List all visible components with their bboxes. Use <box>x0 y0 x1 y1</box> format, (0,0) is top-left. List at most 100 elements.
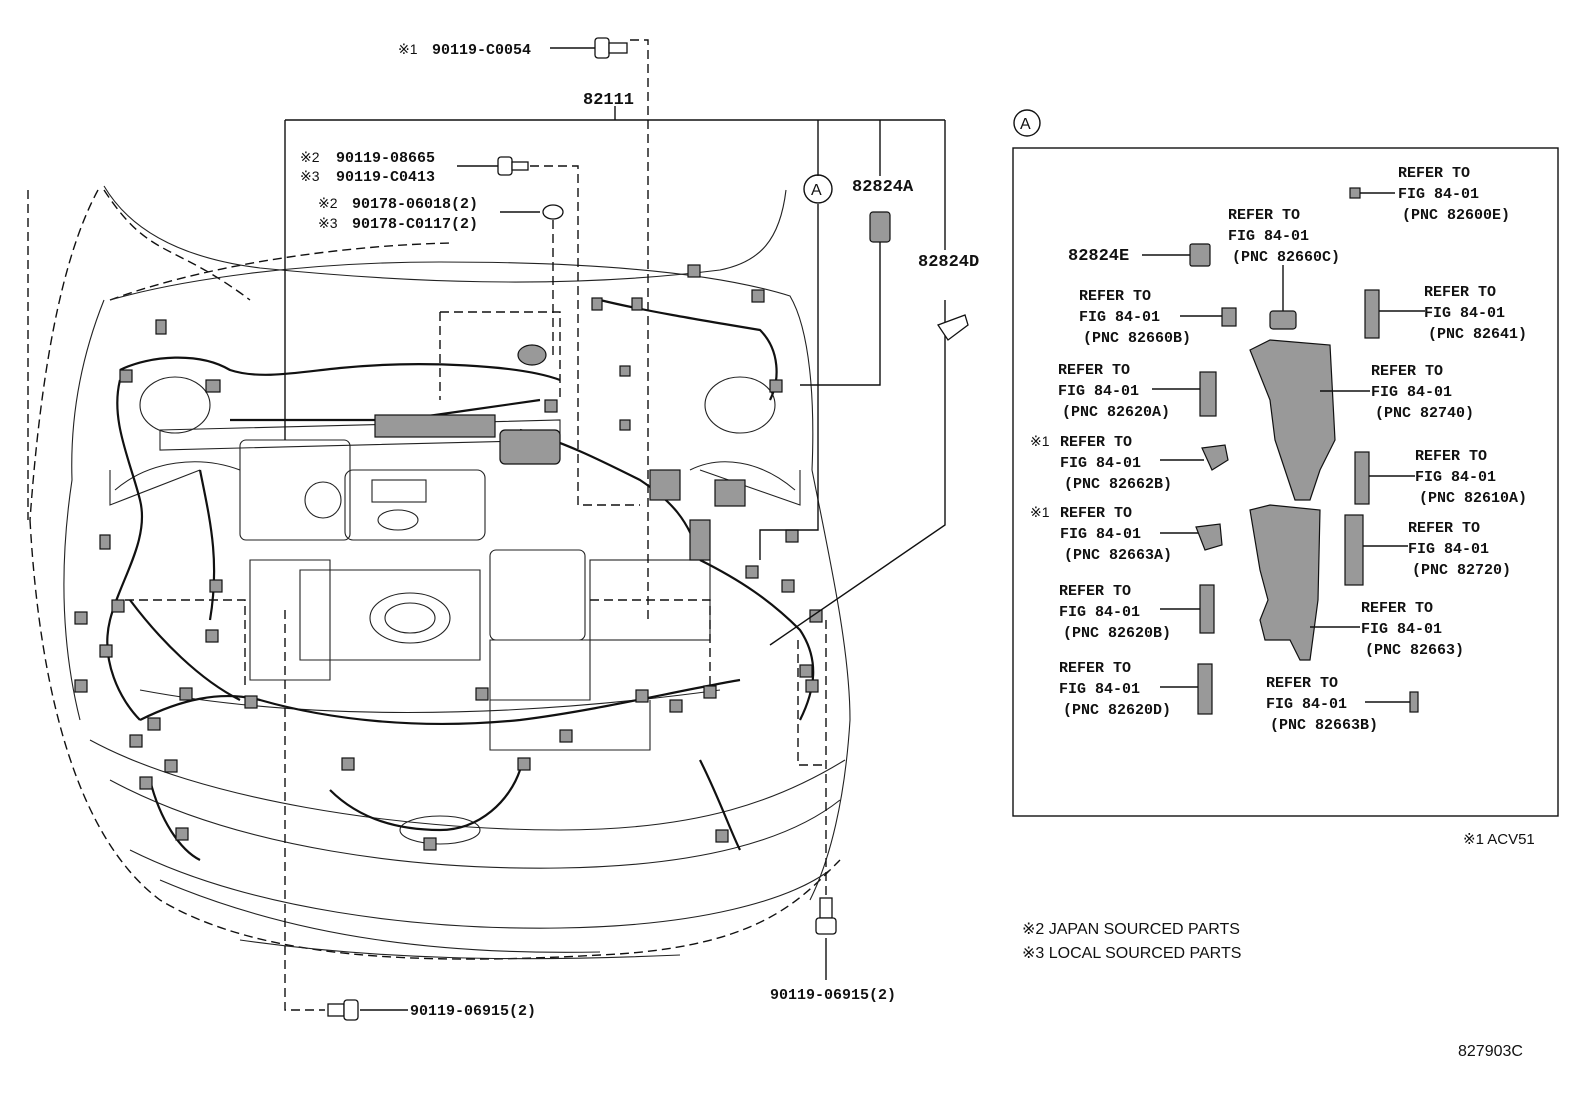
refer-82720-line3: (PNC 82720) <box>1412 562 1511 579</box>
connector-82824d-icon <box>937 314 969 341</box>
refer-82620b-line2: FIG 84-01 <box>1059 604 1140 621</box>
bolt-top-mark: ※1 <box>398 41 418 57</box>
refer-82740-line2: FIG 84-01 <box>1371 384 1452 401</box>
leader-lines <box>284 39 946 1011</box>
connector-82610a-icon <box>1354 451 1370 505</box>
refer-82620d-line1: REFER TO <box>1059 660 1131 677</box>
connector-82663b-icon <box>1409 691 1419 713</box>
refer-82600e: REFER TO FIG 84-01 (PNC 82600E) <box>1398 165 1510 224</box>
refer-82620b: REFER TO FIG 84-01 (PNC 82620B) <box>1059 583 1171 642</box>
refer-82660b: REFER TO FIG 84-01 (PNC 82660B) <box>1079 288 1191 347</box>
refer-82610a-line1: REFER TO <box>1415 448 1487 465</box>
clip-label: 90178-06018(2) <box>352 196 478 213</box>
refer-82662b-line2: FIG 84-01 <box>1060 455 1141 472</box>
refer-82662b-line1: REFER TO <box>1060 434 1132 451</box>
clip-icon <box>542 204 564 220</box>
refer-82720-line1: REFER TO <box>1408 520 1480 537</box>
refer-82663-line3: (PNC 82663) <box>1365 642 1464 659</box>
refer-82610a-line2: FIG 84-01 <box>1415 469 1496 486</box>
connector-82620d-icon <box>1197 663 1213 715</box>
bolt-bottom-left-label: 90119-06915(2) <box>410 1003 536 1020</box>
refer-82620a: REFER TO FIG 84-01 (PNC 82620A) <box>1058 362 1170 421</box>
bolt-a-label: 90119-08665 <box>336 150 435 167</box>
refer-82663a-line2: FIG 84-01 <box>1060 526 1141 543</box>
refer-82663b-line2: FIG 84-01 <box>1266 696 1347 713</box>
refer-82660c-line1: REFER TO <box>1228 207 1300 224</box>
cover-82720-icon <box>1344 514 1364 586</box>
refer-82663-line1: REFER TO <box>1361 600 1433 617</box>
label-82824e: 82824E <box>1068 247 1129 266</box>
refer-82620b-line1: REFER TO <box>1059 583 1131 600</box>
refer-82663b-line3: (PNC 82663B) <box>1270 717 1378 734</box>
note-2: ※2 JAPAN SOURCED PARTS <box>1022 921 1240 938</box>
callout-a-circle <box>803 174 833 204</box>
detail-a-panel: A 82824E <box>1012 109 1559 817</box>
refer-82620d-line3: (PNC 82620D) <box>1063 702 1171 719</box>
refer-82740-line1: REFER TO <box>1371 363 1443 380</box>
label-82824d: 82824D <box>918 253 979 272</box>
connector-82620a-icon <box>1199 371 1217 417</box>
refer-82663a-line3: (PNC 82663A) <box>1064 547 1172 564</box>
refer-82662b-mark: ※1 <box>1030 433 1050 449</box>
label-82824a: 82824A <box>852 178 914 197</box>
junction-block-82740-icon <box>1249 339 1336 501</box>
refer-82620a-line1: REFER TO <box>1058 362 1130 379</box>
refer-82660c-line3: (PNC 82660C) <box>1232 249 1340 266</box>
refer-82620a-line2: FIG 84-01 <box>1058 383 1139 400</box>
refer-82660b-line2: FIG 84-01 <box>1079 309 1160 326</box>
bolt-bottom-left-icon <box>327 999 359 1021</box>
note-3: ※3 LOCAL SOURCED PARTS <box>1022 945 1241 962</box>
connector-82600e-icon <box>1349 187 1361 199</box>
refer-82662b: ※1 REFER TO FIG 84-01 (PNC 82662B) <box>1030 433 1172 493</box>
refer-82663a-line1: REFER TO <box>1060 505 1132 522</box>
refer-82641-line1: REFER TO <box>1424 284 1496 301</box>
refer-82620d-line2: FIG 84-01 <box>1059 681 1140 698</box>
connector-82824e-icon <box>1189 243 1211 267</box>
refer-82662b-line3: (PNC 82662B) <box>1064 476 1172 493</box>
refer-82610a-line3: (PNC 82610A) <box>1419 490 1527 507</box>
bolt-a-mark: ※2 <box>300 149 320 165</box>
bolt-top-icon <box>594 37 628 59</box>
callout-a-label: A <box>811 182 822 199</box>
refer-82720-line2: FIG 84-01 <box>1408 541 1489 558</box>
diagram-code: 827903C <box>1458 1043 1523 1060</box>
refer-82663-line2: FIG 84-01 <box>1361 621 1442 638</box>
bolt-top-label: 90119-C0054 <box>432 42 531 59</box>
bolt-a-alt-mark: ※3 <box>300 168 320 184</box>
connector-82660c-icon <box>1269 310 1297 330</box>
connector-82663a-icon <box>1195 523 1223 551</box>
refer-82641-line2: FIG 84-01 <box>1424 305 1505 322</box>
bolt-bottom-right-icon <box>815 897 837 935</box>
connector-82620b-icon <box>1199 584 1215 634</box>
refer-82663b-line1: REFER TO <box>1266 675 1338 692</box>
refer-82610a: REFER TO FIG 84-01 (PNC 82610A) <box>1415 448 1527 507</box>
bolt-bottom-right-label: 90119-06915(2) <box>770 987 896 1004</box>
detail-a-circle <box>1013 109 1041 137</box>
refer-82600e-line2: FIG 84-01 <box>1398 186 1479 203</box>
detail-a-label: A <box>1020 116 1031 133</box>
connector-82824a-icon <box>869 211 891 243</box>
clip-alt-mark: ※3 <box>318 215 338 231</box>
note-1: ※1 ACV51 <box>1463 831 1535 848</box>
refer-82660b-line1: REFER TO <box>1079 288 1151 305</box>
refer-82663: REFER TO FIG 84-01 (PNC 82663) <box>1361 600 1464 659</box>
connector-82660b-icon <box>1221 307 1237 327</box>
refer-82620a-line3: (PNC 82620A) <box>1062 404 1170 421</box>
refer-82740: REFER TO FIG 84-01 (PNC 82740) <box>1371 363 1474 422</box>
clip-alt-label: 90178-C0117(2) <box>352 216 478 233</box>
refer-82600e-line1: REFER TO <box>1398 165 1470 182</box>
label-82111: 82111 <box>583 91 634 110</box>
refer-82620b-line3: (PNC 82620B) <box>1063 625 1171 642</box>
clip-mark: ※2 <box>318 195 338 211</box>
refer-82641-line3: (PNC 82641) <box>1428 326 1527 343</box>
refer-82663a-mark: ※1 <box>1030 504 1050 520</box>
refer-82660c: REFER TO FIG 84-01 (PNC 82660C) <box>1228 207 1340 266</box>
connector-82641-icon <box>1364 289 1380 339</box>
bolt-a-alt-label: 90119-C0413 <box>336 169 435 186</box>
refer-82720: REFER TO FIG 84-01 (PNC 82720) <box>1408 520 1511 579</box>
refer-82660b-line3: (PNC 82660B) <box>1083 330 1191 347</box>
connector-82662b-icon <box>1201 444 1229 471</box>
refer-82740-line3: (PNC 82740) <box>1375 405 1474 422</box>
refer-82663b: REFER TO FIG 84-01 (PNC 82663B) <box>1266 675 1378 734</box>
